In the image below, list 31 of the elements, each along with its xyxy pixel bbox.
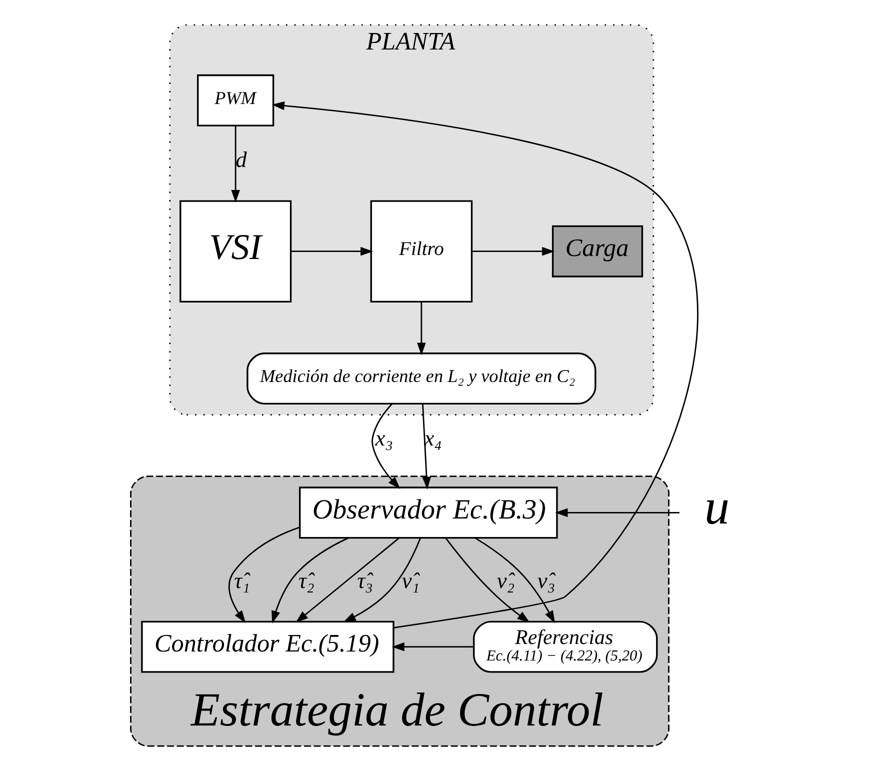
node-box: Carga — [551, 225, 643, 278]
arrow — [391, 642, 474, 652]
arrow — [290, 246, 373, 256]
arrow — [474, 537, 555, 624]
node-box: Filtro — [370, 200, 472, 302]
edge-label: ν̂₂ — [496, 568, 514, 593]
edge-label: x₃ — [374, 425, 393, 450]
edge-label: ν̂₁ — [401, 568, 420, 593]
node-text: u — [704, 478, 730, 535]
arrow — [295, 537, 400, 623]
node-box: Controlador Ec.(5.19) — [140, 620, 394, 673]
arrow — [554, 508, 679, 518]
node-box: Referencias Ec.(4.11) − (4.22), (5,20) — [472, 620, 658, 673]
arrow — [472, 246, 554, 256]
arrow — [342, 538, 420, 622]
edge-label: d — [235, 147, 246, 172]
node-box: Medición de corriente en L₂ y voltaje en C₂ — [246, 352, 596, 404]
edge-label: ν̂₃ — [536, 568, 555, 593]
node-box: VSI — [179, 200, 292, 302]
arrow — [271, 537, 348, 624]
node-box: PWM — [196, 74, 274, 126]
edge-label: τ̂₃ — [356, 568, 372, 593]
arrow — [271, 101, 698, 628]
arrow — [444, 537, 530, 623]
arrow — [422, 404, 430, 490]
edge-label: τ̂₁ — [234, 568, 250, 593]
arrow — [416, 302, 426, 356]
arrow — [228, 526, 300, 624]
node-box: Observador Ec.(B.3) — [298, 486, 558, 539]
arrow — [230, 126, 240, 203]
edge-label: τ̂₂ — [298, 568, 314, 593]
